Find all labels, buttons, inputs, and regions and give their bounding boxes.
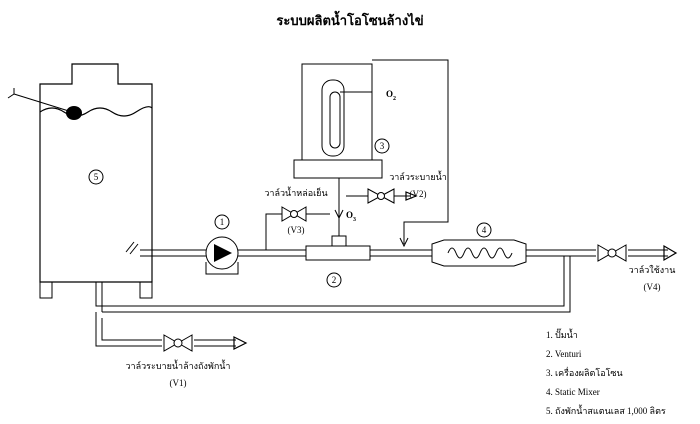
valve-v1[interactable] bbox=[163, 334, 193, 352]
legend: 1. ปั๊มน้ำ 2. Venturi 3. เครื่องผลิตโอโซ… bbox=[546, 328, 666, 416]
valve-v3-label: วาล์วน้ำหล่อเย็น bbox=[264, 186, 327, 198]
mixer-number: 4 bbox=[482, 225, 487, 235]
venturi-number: 2 bbox=[332, 275, 337, 285]
storage-tank: 5 bbox=[7, 63, 153, 299]
legend-item: 5. ถังพักน้ำสแตนเลส 1,000 ลิตร bbox=[546, 404, 666, 416]
legend-item: 3. เครื่องผลิตโอโซน bbox=[546, 366, 623, 378]
water-pump: 1 bbox=[205, 214, 239, 275]
valve-v4-code: (V4) bbox=[644, 282, 661, 292]
drain-line-v1 bbox=[95, 312, 248, 350]
diagram-title: ระบบผลิตน้ำโอโซนล้างไข่ bbox=[276, 10, 423, 28]
valve-v1-code: (V1) bbox=[170, 378, 187, 388]
legend-item: 2. Venturi bbox=[546, 349, 582, 359]
legend-item: 1. ปั๊มน้ำ bbox=[546, 328, 578, 340]
ozone-generator: 3 bbox=[293, 63, 390, 222]
venturi: 2 bbox=[305, 222, 371, 288]
o2-label: O2 bbox=[386, 89, 396, 102]
valve-v4-label: วาล์วใช้งาน bbox=[629, 264, 676, 275]
static-mixer: 4 bbox=[431, 222, 527, 267]
valve-v3-code: (V3) bbox=[288, 225, 305, 235]
tank-number: 5 bbox=[94, 172, 99, 182]
valve-v2[interactable] bbox=[367, 188, 395, 204]
valve-v1-label: วาล์วระบายน้ำล้างถังพักน้ำ bbox=[126, 359, 231, 371]
return-pipe bbox=[95, 256, 571, 313]
valve-v2-code: (V2) bbox=[410, 189, 427, 199]
pump-number: 1 bbox=[220, 217, 225, 227]
pump-icon bbox=[214, 244, 232, 262]
o3-label: O3 bbox=[346, 210, 356, 223]
cooling-water-line bbox=[265, 59, 449, 250]
legend-item: 4. Static Mixer bbox=[546, 387, 600, 397]
main-pipeline bbox=[140, 244, 678, 262]
valve-v2-label: วาล์วระบายน้ำ bbox=[389, 170, 447, 182]
valve-v4[interactable] bbox=[597, 244, 627, 262]
valve-v3[interactable] bbox=[281, 206, 307, 222]
float-ball-icon bbox=[66, 106, 82, 120]
generator-number: 3 bbox=[380, 141, 385, 151]
